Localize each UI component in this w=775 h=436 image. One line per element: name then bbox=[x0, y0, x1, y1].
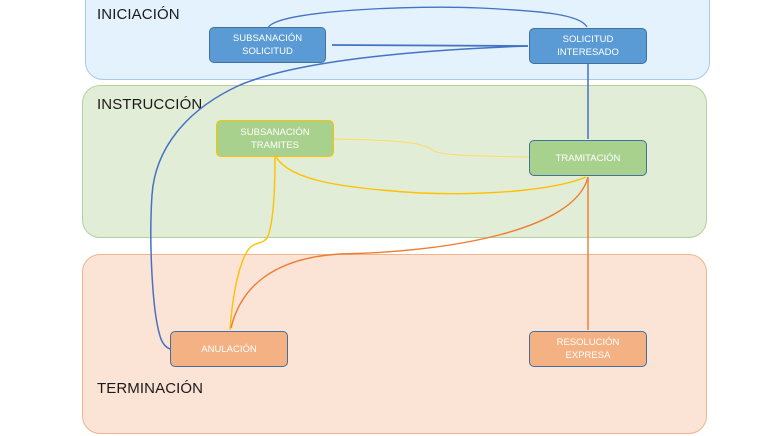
lane-label-terminacion: TERMINACIÓN bbox=[97, 380, 204, 397]
node-subsanacion-tramites[interactable]: SUBSANACIÓN TRAMITES bbox=[216, 120, 334, 157]
lane-label-iniciacion: INICIACIÓN bbox=[97, 6, 180, 23]
node-tramitacion[interactable]: TRAMITACIÓN bbox=[529, 140, 647, 176]
node-subsanacion-solicitud[interactable]: SUBSANACIÓN SOLICITUD bbox=[209, 27, 326, 63]
node-solicitud-interesado[interactable]: SOLICITUD INTERESADO bbox=[529, 28, 647, 64]
node-anulacion[interactable]: ANULACIÓN bbox=[170, 331, 288, 367]
lane-label-instruccion: INSTRUCCIÓN bbox=[97, 96, 203, 113]
node-resolucion-expresa[interactable]: RESOLUCIÓN EXPRESA bbox=[529, 331, 647, 367]
